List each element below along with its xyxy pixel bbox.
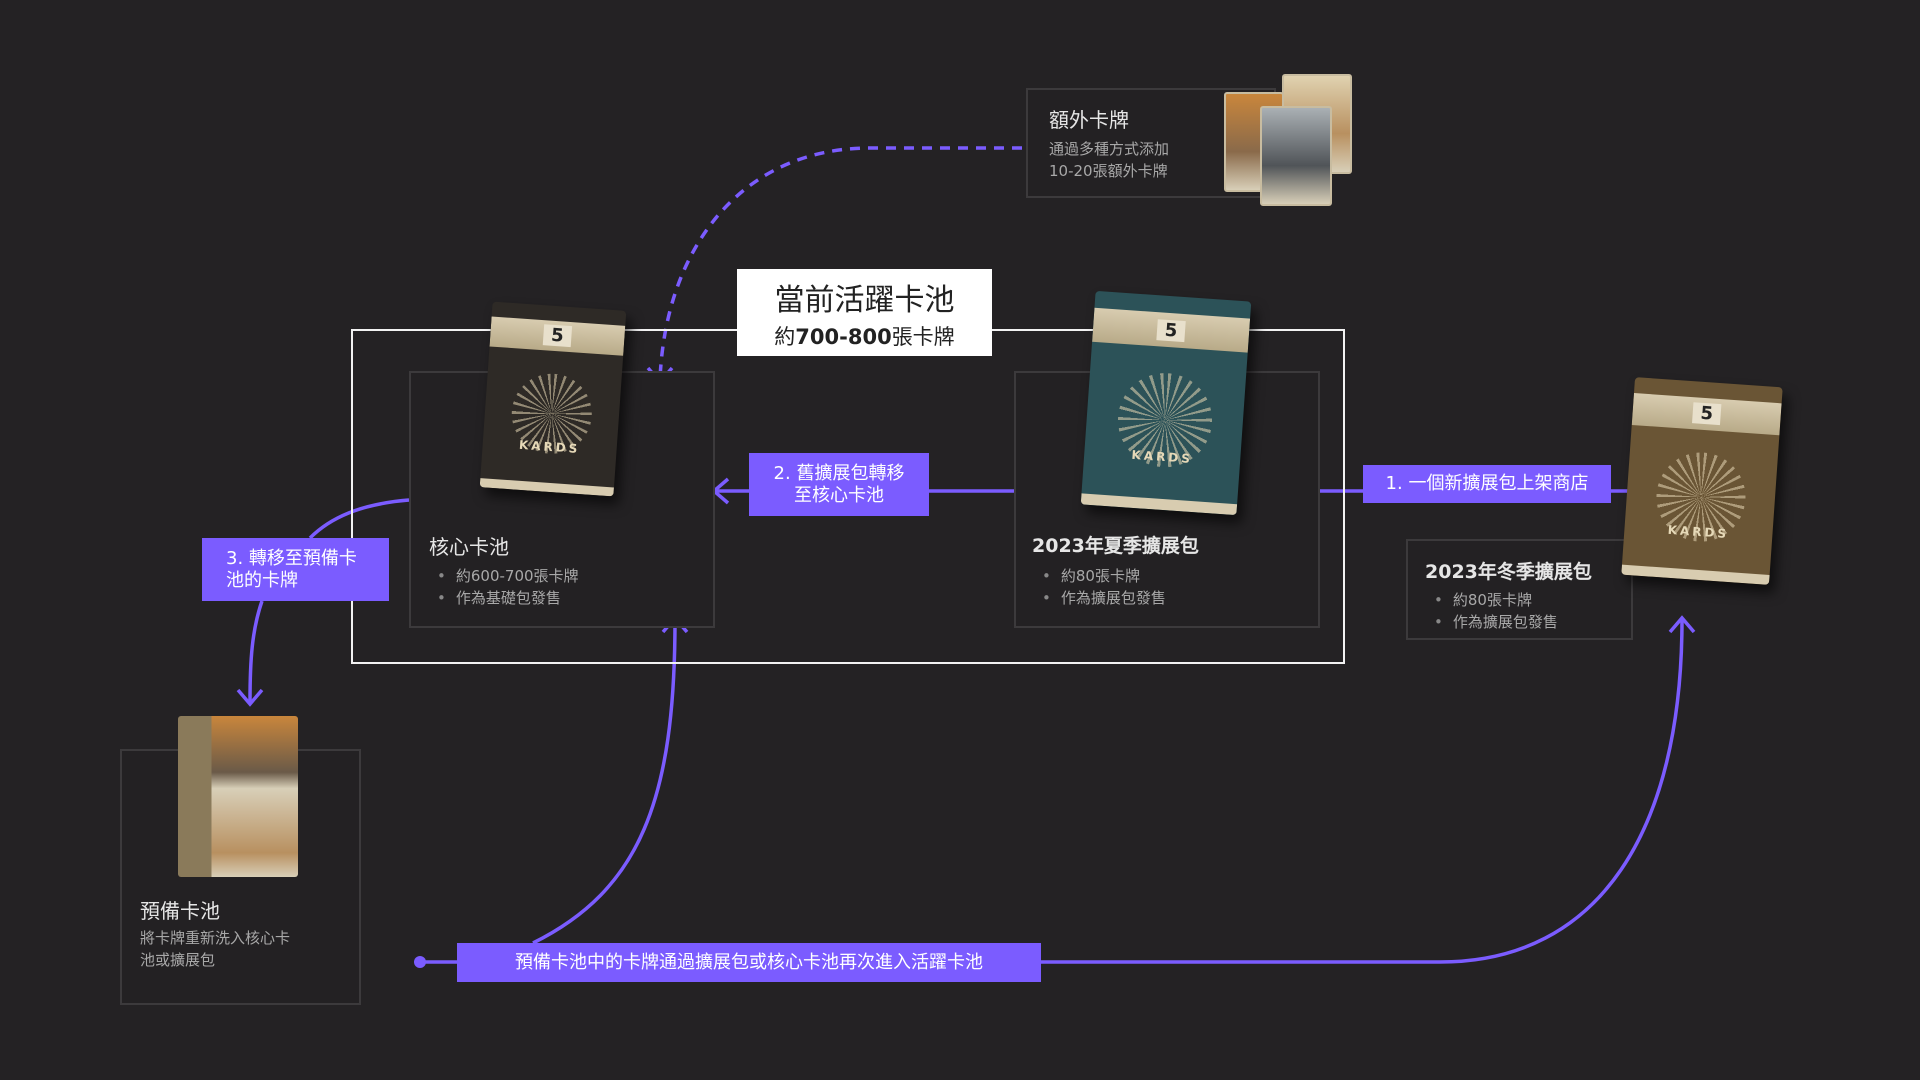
winter-pack-box: 2023年冬季擴展包 約80張卡牌 作為擴展包發售	[1406, 539, 1633, 640]
winter-bullet: 約80張卡牌	[1434, 589, 1558, 611]
summer-bullet: 作為擴展包發售	[1042, 587, 1166, 609]
step2-label: 2. 舊擴展包轉移 至核心卡池	[749, 453, 929, 516]
arrowhead-winter	[1668, 615, 1696, 634]
start-dot	[414, 956, 426, 968]
summer-bullet: 約80張卡牌	[1042, 565, 1166, 587]
active-pool-subtitle: 約700-800張卡牌	[737, 321, 992, 351]
subtitle-prefix: 約	[774, 325, 796, 349]
winter-bullet: 作為擴展包發售	[1434, 611, 1558, 633]
step2-line2: 至核心卡池	[794, 484, 884, 506]
subtitle-suffix: 張卡牌	[891, 325, 955, 349]
step3-label: 3. 轉移至預備卡 池的卡牌	[202, 538, 389, 601]
core-bullet: 作為基礎包發售	[437, 587, 579, 609]
deck-badge: 5	[1691, 402, 1722, 426]
deck-badge: 5	[1156, 318, 1187, 342]
reserve-pool-desc: 將卡牌重新洗入核心卡 池或擴展包	[140, 927, 290, 971]
core-bullet: 約600-700張卡牌	[437, 565, 579, 587]
reserve-pool-title: 預備卡池	[140, 899, 220, 923]
core-pool-title: 核心卡池	[429, 535, 509, 559]
core-pool-bullets: 約600-700張卡牌 作為基礎包發售	[437, 565, 579, 609]
extra-desc-line2: 10-20張額外卡牌	[1049, 162, 1168, 180]
line-bottom-to-winter	[1041, 619, 1684, 964]
bottom-flow-label: 預備卡池中的卡牌通過擴展包或核心卡池再次進入活躍卡池	[457, 943, 1041, 982]
summer-pack-bullets: 約80張卡牌 作為擴展包發售	[1042, 565, 1166, 609]
step2-line1: 2. 舊擴展包轉移	[773, 462, 905, 484]
reserve-desc-line2: 池或擴展包	[140, 951, 216, 969]
reserve-cards-image	[178, 716, 298, 877]
extra-desc-line1: 通過多種方式添加	[1049, 140, 1170, 158]
deck-badge: 5	[542, 324, 573, 348]
subtitle-count: 700-800	[795, 325, 892, 349]
active-pool-title: 當前活躍卡池	[774, 283, 955, 318]
arrowhead-reserve	[236, 688, 264, 707]
line-step3	[248, 498, 410, 703]
extra-cards-desc: 通過多種方式添加 10-20張額外卡牌	[1049, 138, 1169, 182]
dashed-arrow-extra-to-core	[658, 146, 1022, 381]
extra-cards-title: 額外卡牌	[1049, 108, 1129, 132]
step3-line1: 3. 轉移至預備卡	[226, 547, 357, 569]
winter-pack-title: 2023年冬季擴展包	[1425, 561, 1592, 583]
step1-label: 1. 一個新擴展包上架商店	[1363, 465, 1611, 503]
summer-pack-title: 2023年夏季擴展包	[1032, 535, 1199, 557]
reserve-desc-line1: 將卡牌重新洗入核心卡	[140, 929, 291, 947]
step3-line2: 池的卡牌	[226, 569, 298, 591]
line-bottom-to-core	[532, 619, 677, 945]
winter-pack-bullets: 約80張卡牌 作為擴展包發售	[1434, 589, 1558, 633]
active-pool-title-box: 當前活躍卡池 約700-800張卡牌	[737, 269, 992, 356]
card-image-battleship	[1260, 106, 1332, 206]
